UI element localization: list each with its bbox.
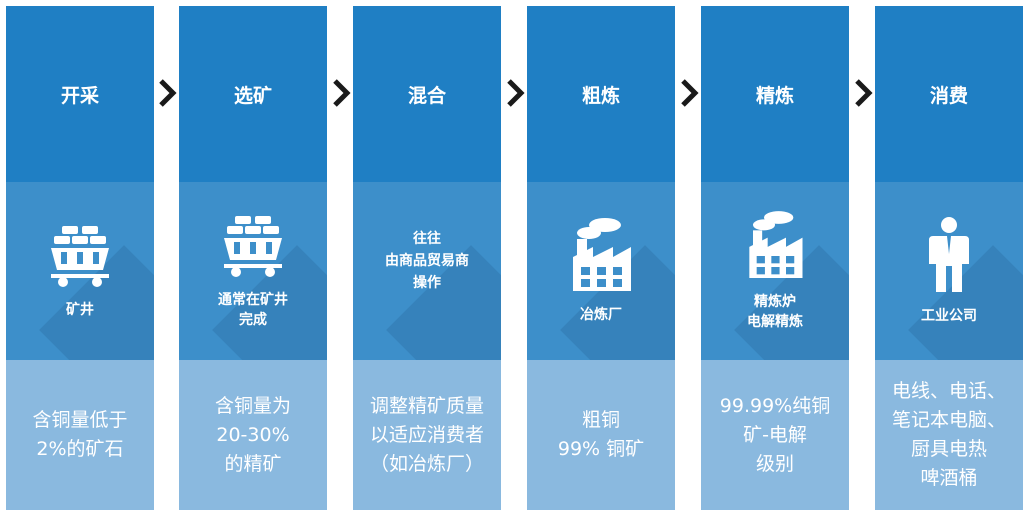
stage-description: 含铜量为 20-30% 的精矿 [179, 360, 327, 510]
chevron-right-icon [503, 78, 527, 108]
stage-middle: 精炼炉 电解精炼 [701, 182, 849, 360]
stage-label: 往往 由商品贸易商 操作 [385, 231, 469, 291]
stage-description: 调整精矿质量 以适应消费者 （如冶炼厂） [353, 360, 501, 510]
stage-label: 工业公司 [921, 308, 977, 324]
stage-title: 消费 [875, 6, 1023, 182]
stage-label: 通常在矿井 完成 [218, 292, 288, 328]
stage-label: 冶炼厂 [580, 307, 622, 323]
stage-label: 矿井 [66, 302, 94, 318]
factory-icon [565, 217, 637, 297]
stage-description: 粗铜 99% 铜矿 [527, 360, 675, 510]
stage-refining: 精炼 精炼炉 电解精炼 99.99%纯铜 矿-电解 级别 [701, 6, 849, 510]
stage-middle: 通常在矿井 完成 [179, 182, 327, 360]
stage-beneficiation: 选矿 通常在矿井 完成 含铜量为 [179, 6, 327, 510]
person-icon [927, 216, 971, 298]
stage-middle: 往往 由商品贸易商 操作 [353, 182, 501, 360]
stage-smelting: 粗炼 冶炼厂 粗铜 99% 铜矿 [527, 6, 675, 510]
stage-middle: 冶炼厂 [527, 182, 675, 360]
stage-consumption: 消费 工业公司 电线、电话、 笔记本电脑、 厨具电热 啤酒桶 [875, 6, 1023, 510]
mining-cart-icon [47, 222, 113, 292]
factory-icon [742, 210, 808, 284]
stage-label: 精炼炉 电解精炼 [747, 294, 803, 330]
chevron-right-icon [329, 78, 353, 108]
stage-description: 含铜量低于 2%的矿石 [6, 360, 154, 510]
chevron-right-icon [677, 78, 701, 108]
stage-description: 电线、电话、 笔记本电脑、 厨具电热 啤酒桶 [875, 360, 1023, 510]
chevron-right-icon [155, 78, 179, 108]
stage-title: 开采 [6, 6, 154, 182]
stage-mining: 开采 矿井 含铜量低于 2%的矿 [6, 6, 154, 510]
stage-title: 精炼 [701, 6, 849, 182]
stage-title: 选矿 [179, 6, 327, 182]
chevron-right-icon [851, 78, 875, 108]
stage-middle: 矿井 [6, 182, 154, 360]
stage-title: 混合 [353, 6, 501, 182]
stage-title: 粗炼 [527, 6, 675, 182]
stage-middle: 工业公司 [875, 182, 1023, 360]
stage-blending: 混合 往往 由商品贸易商 操作 调整精矿质量 以适应消费者 （如冶炼厂） [353, 6, 501, 510]
stage-description: 99.99%纯铜 矿-电解 级别 [701, 360, 849, 510]
mining-cart-icon [220, 212, 286, 282]
